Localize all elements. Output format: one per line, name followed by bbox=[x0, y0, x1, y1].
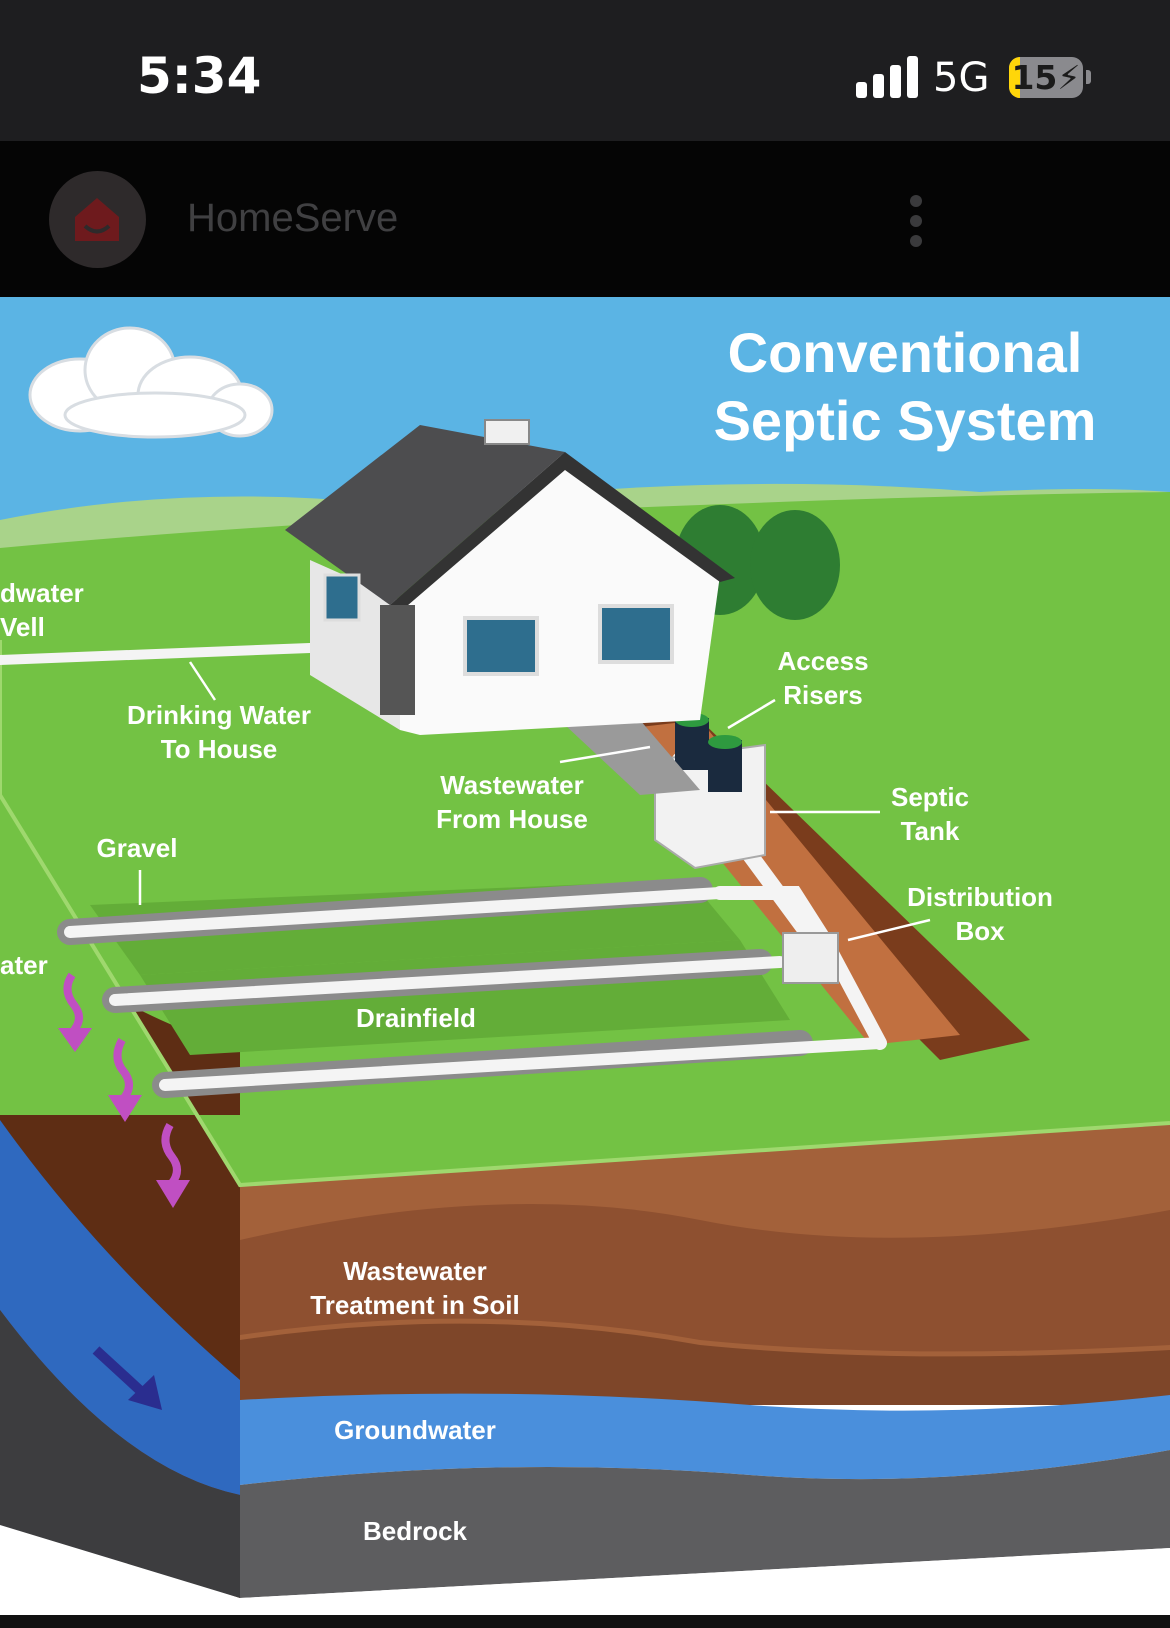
label-access-1: Access bbox=[777, 646, 868, 676]
label-groundwater: Groundwater bbox=[334, 1415, 496, 1445]
label-drinking-1: Drinking Water bbox=[127, 700, 311, 730]
status-bar: 5:34 5G 15⚡ bbox=[0, 0, 1170, 141]
cloud-icon bbox=[28, 326, 274, 439]
label-left-water: ater bbox=[0, 950, 48, 980]
battery-percent: 15⚡ bbox=[1011, 58, 1081, 97]
app-header: HomeServe bbox=[0, 141, 1170, 297]
label-septic-1: Septic bbox=[891, 782, 969, 812]
label-treatment-2: Treatment in Soil bbox=[310, 1290, 520, 1320]
label-drinking-2: To House bbox=[161, 734, 278, 764]
label-wastewater-1: Wastewater bbox=[440, 770, 584, 800]
seepage-arrows bbox=[58, 972, 190, 1208]
app-title: HomeServe bbox=[187, 196, 399, 240]
house-icon bbox=[285, 419, 735, 735]
groundwater-layer bbox=[240, 1393, 1170, 1485]
label-bedrock: Bedrock bbox=[363, 1516, 468, 1546]
label-well-1: dwater bbox=[0, 578, 84, 608]
status-time: 5:34 bbox=[137, 47, 262, 105]
network-type: 5G bbox=[933, 55, 990, 101]
label-treatment-1: Wastewater bbox=[343, 1256, 487, 1286]
label-gravel: Gravel bbox=[97, 833, 178, 863]
battery-fill bbox=[1009, 57, 1021, 98]
septic-diagram-image: Conventional Septic System dwater Vell D… bbox=[0, 297, 1170, 1615]
drain-pipes bbox=[0, 643, 887, 1098]
flow-arrow-icon bbox=[92, 1346, 162, 1410]
label-distribution-1: Distribution bbox=[907, 882, 1053, 912]
label-wastewater-2: From House bbox=[436, 804, 588, 834]
signal-bars-icon bbox=[856, 56, 918, 98]
more-vertical-icon[interactable] bbox=[900, 191, 930, 251]
label-distribution-2: Box bbox=[955, 916, 1005, 946]
bedrock-layer bbox=[240, 1450, 1170, 1598]
label-septic-2: Tank bbox=[901, 816, 960, 846]
battery-tip bbox=[1086, 70, 1091, 84]
battery-charging-icon: 15⚡ bbox=[1009, 57, 1083, 98]
homeserve-logo-icon[interactable] bbox=[49, 171, 146, 268]
label-well-2: Vell bbox=[0, 612, 45, 642]
diagram-title-2: Septic System bbox=[714, 389, 1097, 452]
label-access-2: Risers bbox=[783, 680, 863, 710]
label-drainfield: Drainfield bbox=[356, 1003, 476, 1033]
diagram-title-1: Conventional bbox=[728, 321, 1083, 384]
distribution-box bbox=[782, 932, 839, 984]
bottom-strip bbox=[0, 1615, 1170, 1628]
